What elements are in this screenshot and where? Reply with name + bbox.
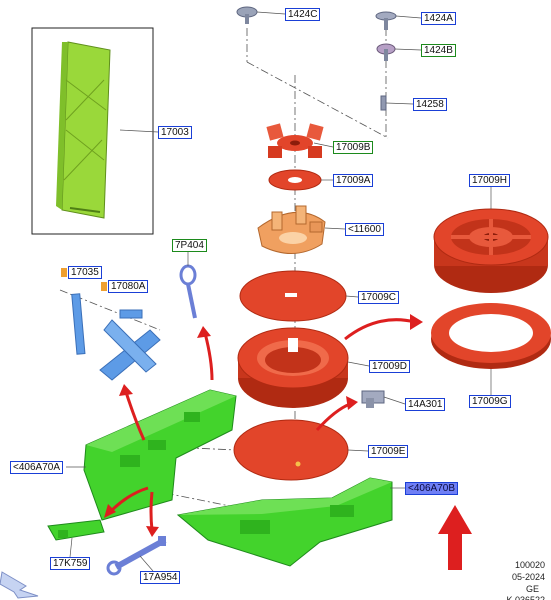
disc-17009C bbox=[239, 270, 347, 322]
clip-17K759 bbox=[47, 519, 105, 541]
arrow-heads bbox=[104, 314, 423, 537]
callout-406A70B: <406A70B bbox=[405, 482, 458, 495]
bracket-11600 bbox=[257, 205, 326, 255]
disc-17009E bbox=[233, 419, 349, 481]
jack-handle-17035 bbox=[71, 293, 86, 355]
bolt-1424A bbox=[375, 11, 397, 30]
ring-17009A bbox=[268, 169, 322, 191]
leader-lines bbox=[66, 11, 492, 572]
jack-17080A bbox=[99, 309, 161, 381]
marker-icon bbox=[61, 268, 67, 277]
callout-1424C: 1424C bbox=[285, 8, 321, 21]
wheel-block-17009H bbox=[433, 208, 549, 293]
wheel-wrench-17A954 bbox=[106, 536, 167, 576]
callout-17035: 17035 bbox=[68, 266, 102, 279]
callout-7P404: 7P404 bbox=[172, 239, 207, 252]
removal-arrows bbox=[108, 318, 416, 531]
callout-1424A: 1424A bbox=[421, 12, 456, 25]
callout-17009A: 17009A bbox=[333, 174, 374, 187]
callout-17009H: 17009H bbox=[469, 174, 511, 187]
callout-17009G: 17009G bbox=[469, 395, 511, 408]
up-arrow-large bbox=[438, 505, 472, 570]
callout-17009C: 17009C bbox=[358, 291, 400, 304]
tow-eye-7P404 bbox=[179, 264, 197, 319]
callout-17080A: 17080A bbox=[108, 280, 149, 293]
callout-17009D: 17009D bbox=[369, 360, 411, 373]
washer-1424B bbox=[376, 43, 396, 61]
callout-17009B: 17009B bbox=[333, 141, 374, 154]
callout-1424B: 1424B bbox=[421, 44, 456, 57]
callout-17K759: 17K759 bbox=[50, 557, 91, 570]
callout-11600: <11600 bbox=[345, 223, 384, 236]
holder-17009D bbox=[237, 327, 349, 408]
wing-bolt-1424C bbox=[236, 6, 258, 24]
clip-14258 bbox=[380, 95, 387, 111]
callout-406A70A: <406A70A bbox=[10, 461, 63, 474]
ring-17009G bbox=[431, 303, 551, 369]
callout-14258: 14258 bbox=[413, 98, 447, 111]
callout-14A301: 14A301 bbox=[405, 398, 446, 411]
panel-frame bbox=[31, 27, 154, 235]
callout-17A954: 17A954 bbox=[140, 571, 181, 584]
stamp-date: 05-2024 bbox=[511, 572, 545, 582]
spare-wheel-cover-panel bbox=[56, 41, 111, 219]
storage-tray-406A70A bbox=[83, 389, 237, 521]
spacer-17009B bbox=[266, 123, 324, 158]
stamp-code: 100020 bbox=[514, 560, 545, 570]
nav-arrow-icon bbox=[0, 571, 39, 599]
storage-tray-406A70B bbox=[176, 477, 393, 567]
stamp-region: GE bbox=[525, 584, 539, 594]
stamp-ref: K 036522 bbox=[506, 595, 545, 600]
bracket-14A301 bbox=[361, 390, 385, 408]
marker-icon bbox=[101, 282, 107, 291]
callout-17009E: 17009E bbox=[368, 445, 409, 458]
callout-17003: 17003 bbox=[158, 126, 192, 139]
